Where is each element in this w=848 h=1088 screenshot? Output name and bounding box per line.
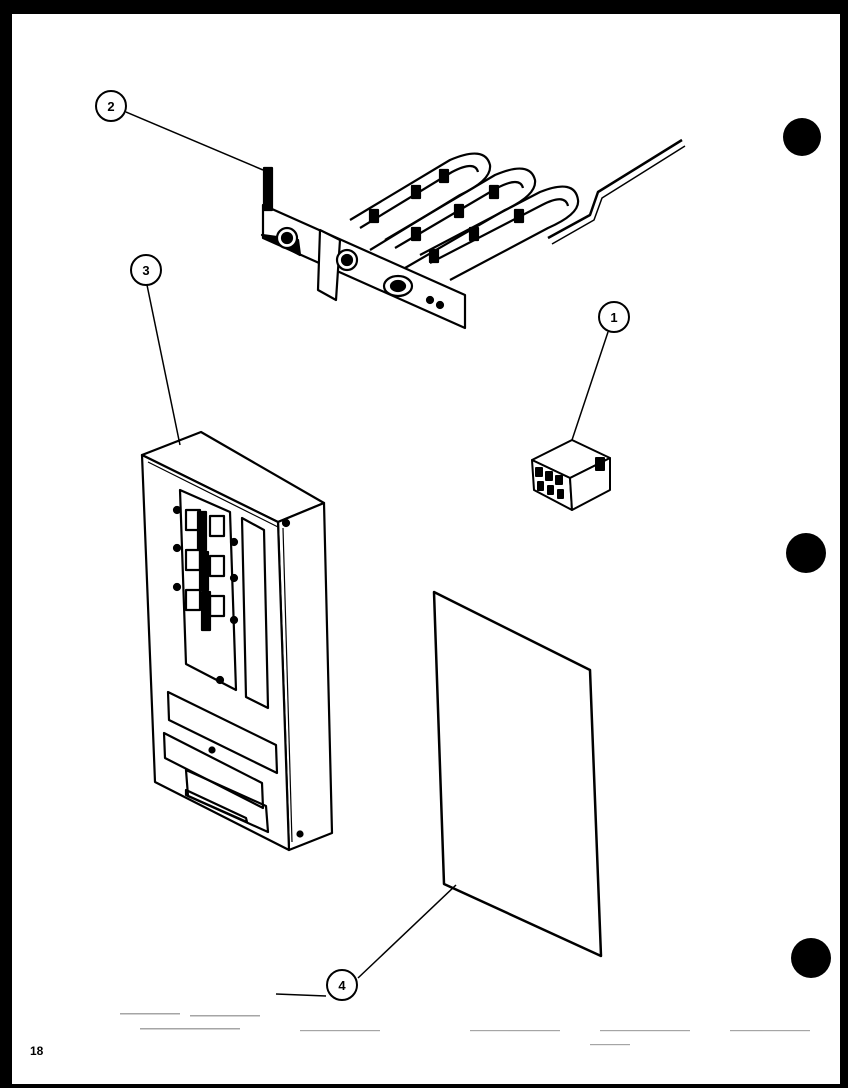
contactor [531, 439, 611, 511]
callout-3-label: 3 [142, 263, 149, 278]
binder-hole-top [783, 118, 821, 156]
binder-hole-bottom [791, 938, 831, 978]
callout-1: 1 [571, 301, 630, 441]
callout-2: 2 [95, 90, 264, 171]
panel [432, 590, 603, 958]
callout-4-label: 4 [338, 978, 346, 993]
binder-hole-middle [786, 533, 826, 573]
page-number: 18 [30, 1044, 44, 1058]
control-box [140, 430, 334, 852]
heater-assembly [260, 138, 686, 330]
callout-3: 3 [130, 254, 181, 446]
callout-2-label: 2 [107, 99, 114, 114]
callout-4: 4 [275, 884, 457, 1001]
scan-noise [120, 1013, 810, 1046]
callout-1-label: 1 [610, 310, 617, 325]
